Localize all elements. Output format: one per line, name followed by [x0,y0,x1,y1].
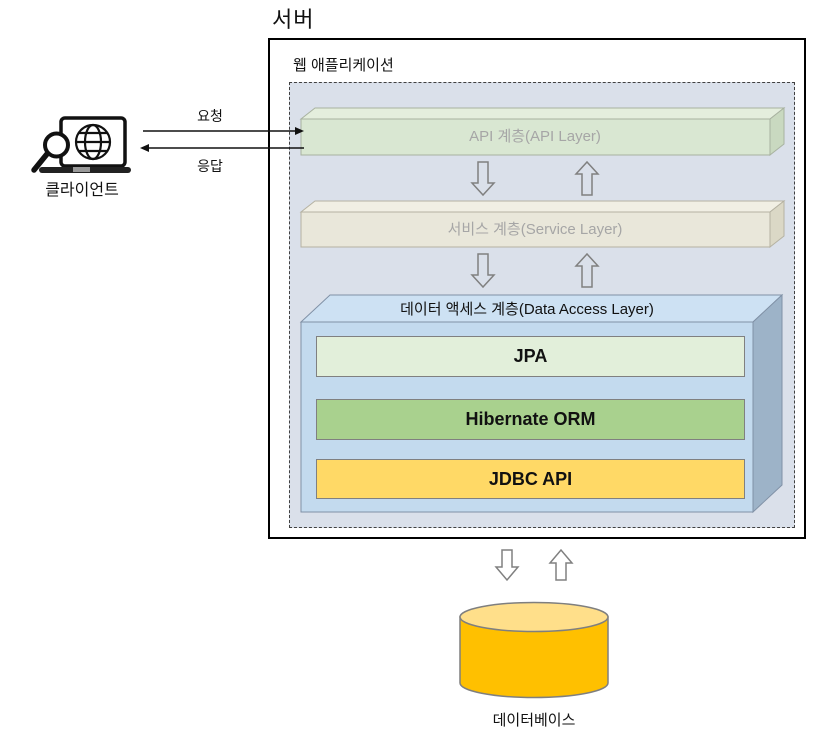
server-title: 서버 [272,7,315,32]
dal-side-face [752,293,783,514]
database-top [459,601,609,633]
globe-icon [74,123,112,161]
api-layer-front-face [300,118,771,156]
response-arrowhead-icon [140,144,149,152]
component-jpa: JPA [316,336,745,377]
up-arrow-icon [574,252,600,288]
service-dal-arrows [470,252,600,289]
api-service-arrows [470,160,600,197]
up-arrow-icon [574,160,600,196]
data-access-layer-label: 데이터 액세스 계층(Data Access Layer) [400,301,654,318]
service-layer-front-face [300,211,771,248]
service-layer-top-face [299,200,786,213]
service-layer-box [299,199,786,249]
database-label: 데이터베이스 [492,712,576,729]
database-body [459,616,609,699]
api-layer-top-face [299,107,786,120]
request-response-arrows [140,127,304,152]
web-application-label: 웹 애플리케이션 [293,57,394,74]
down-arrow-icon [470,253,496,289]
up-arrow-icon [548,548,574,581]
response-label: 응답 [197,158,223,174]
magnifier-icon [31,131,70,173]
server-database-arrows [494,548,574,582]
database-cylinder-icon [459,601,609,699]
request-label: 요청 [197,108,223,124]
request-arrowhead-icon [295,127,304,135]
component-jdbc-api: JDBC API [316,459,745,499]
api-layer-box [299,106,786,157]
client-label: 클라이언트 [45,182,119,199]
api-layer-label: API 계층(API Layer) [469,128,601,145]
service-layer-label: 서비스 계층(Service Layer) [447,221,623,238]
component-hibernate-orm: Hibernate ORM [316,399,745,440]
data-access-layer-box: 데이터 액세스 계층(Data Access Layer) JPA Hibern… [299,293,784,514]
client-device-icon [31,116,131,173]
laptop-base-notch [73,167,90,172]
down-arrow-icon [470,161,496,197]
down-arrow-icon [494,549,520,582]
